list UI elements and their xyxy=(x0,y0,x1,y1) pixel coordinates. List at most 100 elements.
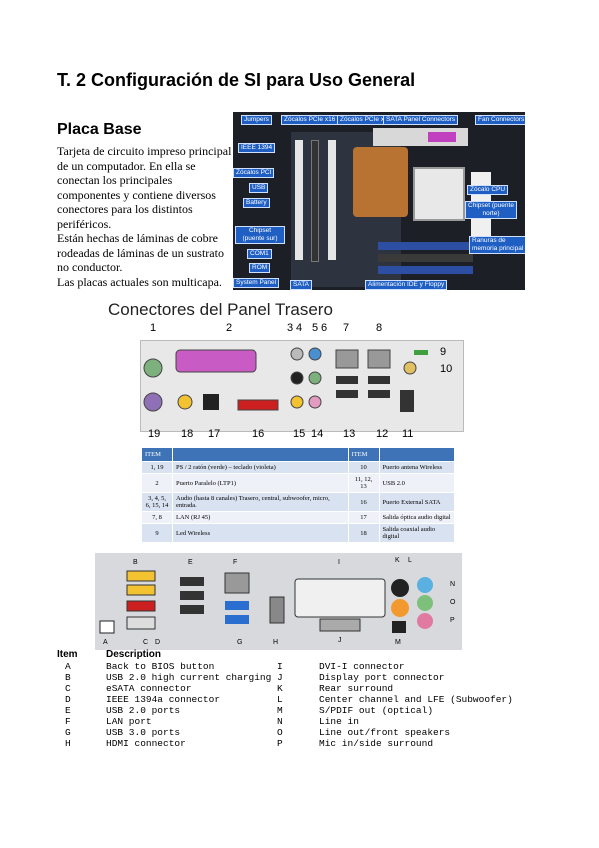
connector-number: 14 xyxy=(311,428,324,440)
lan-port-icon xyxy=(367,349,391,369)
audio-jack-icon xyxy=(308,347,322,361)
connector-letter: C xyxy=(143,639,149,646)
connector-number: 3 xyxy=(287,322,294,334)
table-cell: 1, 19 xyxy=(141,461,173,474)
legend-value: S/PDIF out (optical) xyxy=(319,705,434,716)
connector-letter: B xyxy=(133,559,138,566)
usb-port-icon xyxy=(180,605,204,614)
connector-letter: A xyxy=(103,639,108,646)
legend-value: Line in xyxy=(319,716,359,727)
table-cell: 3, 4, 5, 6, 15, 14 xyxy=(141,492,173,512)
connector-letter: G xyxy=(237,639,243,646)
table-header xyxy=(172,447,349,462)
optical-out-icon xyxy=(203,394,219,410)
connector-number: 10 xyxy=(440,363,453,375)
legend-key: H xyxy=(65,738,71,749)
connectors-table: ITEM ITEM 1, 19 PS / 2 ratón (verde) – t… xyxy=(141,447,456,543)
legend-key: N xyxy=(277,716,283,727)
table-cell: 7, 8 xyxy=(141,511,173,524)
connector-number: 13 xyxy=(343,428,356,440)
label-system-panel: System Panel xyxy=(233,278,280,288)
usb-port-icon xyxy=(400,390,414,412)
connector-letter: F xyxy=(233,559,238,566)
legend-value: Back to BIOS button xyxy=(106,661,215,672)
label-com1: COM1 xyxy=(247,249,272,259)
usb3-port-icon xyxy=(225,615,249,624)
displayport-icon xyxy=(319,618,361,632)
connector-number: 1 xyxy=(150,322,157,334)
heatsink xyxy=(353,147,408,217)
table-row: 2 Puerto Paralelo (LTP1) 11, 12, 13 USB … xyxy=(141,473,456,493)
usb3-port-icon xyxy=(225,601,249,610)
ps2-keyboard-icon xyxy=(143,392,163,412)
table-cell: 2 xyxy=(141,473,173,493)
legend-key: L xyxy=(277,694,283,705)
memory-slot xyxy=(378,242,473,250)
hdmi-port-icon xyxy=(269,596,285,624)
table-row: 3, 4, 5, 6, 15, 14 Audio (hasta 8 canale… xyxy=(141,492,456,512)
legend-header-item: Item xyxy=(57,649,78,660)
parallel-port-icon xyxy=(175,349,257,373)
legend-value: Mic in/side surround xyxy=(319,738,434,749)
legend-value: USB 2.0 ports xyxy=(106,705,181,716)
legend-key: M xyxy=(277,705,283,716)
connector-number: 4 xyxy=(296,322,303,334)
pci-slot xyxy=(295,140,303,260)
connector-number: 12 xyxy=(376,428,389,440)
table-cell: Led Wireless xyxy=(172,523,349,543)
label-sata-panel: SATA Panel Connectors xyxy=(383,115,459,125)
audio-jack-icon xyxy=(417,577,433,593)
table-cell: Salida óptica audio digital xyxy=(378,511,456,524)
label-ieee: IEEE 1394 xyxy=(238,143,276,153)
table-header: ITEM xyxy=(141,447,173,462)
table-row: 7, 8 LAN (RJ 45) 17 Salida óptica audio … xyxy=(141,511,456,524)
legend-value: Center channel and LFE (Subwoofer) xyxy=(319,694,513,705)
parallel-port xyxy=(428,132,456,142)
legend-value: LAN port xyxy=(106,716,152,727)
table-cell: Salida coaxial audio digital xyxy=(378,523,456,543)
label-zocalos-pci: Zócalos PCI xyxy=(233,168,275,178)
dvi-port-icon xyxy=(294,578,386,618)
connector-number: 15 xyxy=(293,428,306,440)
usb-port-icon xyxy=(336,376,358,384)
label-zocalo-cpu: Zócalo CPU xyxy=(467,185,509,195)
connector-letter: P xyxy=(450,617,455,624)
connector-letter: I xyxy=(338,559,340,566)
label-sata: SATA xyxy=(290,280,313,290)
legend-value: DVI-I connector xyxy=(319,661,405,672)
audio-jack-icon xyxy=(290,371,304,385)
connector-number: 17 xyxy=(208,428,221,440)
connector-number: 5 xyxy=(312,322,319,334)
legend-key: I xyxy=(277,661,283,672)
connector-letter: H xyxy=(273,639,279,646)
connector-number: 9 xyxy=(440,346,447,358)
audio-jack-icon xyxy=(391,599,409,617)
audio-jack-icon xyxy=(290,347,304,361)
label-fan: Fan Connectors xyxy=(475,115,525,125)
ps2-mouse-icon xyxy=(143,358,163,378)
table-cell: 11, 12, 13 xyxy=(347,473,380,493)
wireless-led-icon xyxy=(414,350,428,355)
rear2-connectors-svg xyxy=(99,570,433,634)
cpu-socket xyxy=(413,167,465,221)
legend-key: J xyxy=(277,672,283,683)
label-usb: USB xyxy=(249,183,269,193)
audio-jack-icon xyxy=(417,595,433,611)
connector-letter: M xyxy=(395,639,401,646)
paragraph: Las placas actuales son multicapa. xyxy=(57,274,222,289)
usb-port-icon xyxy=(336,390,358,398)
ieee1394-port-icon xyxy=(126,616,156,630)
legend-value: USB 2.0 high current charging xyxy=(106,672,272,683)
audio-jack-icon xyxy=(391,579,409,597)
paragraph: Están hechas de láminas de cobre rodeada… xyxy=(57,231,224,274)
legend-value: Rear surround xyxy=(319,683,394,694)
table-cell: LAN (RJ 45) xyxy=(172,511,349,524)
page-title: T. 2 Configuración de SI para Uso Genera… xyxy=(57,70,416,90)
label-battery: Battery xyxy=(243,198,270,208)
legend-value: Line out/front speakers xyxy=(319,727,451,738)
table-row: 1, 19 PS / 2 ratón (verde) – teclado (vi… xyxy=(141,461,456,474)
motherboard-image: Jumpers Zócalos PCIe x16 Zócalos PCIe x1… xyxy=(233,112,525,290)
audio-jack-icon xyxy=(290,395,304,409)
legend-key: D xyxy=(65,694,71,705)
legend-header-desc: Description xyxy=(106,649,162,660)
